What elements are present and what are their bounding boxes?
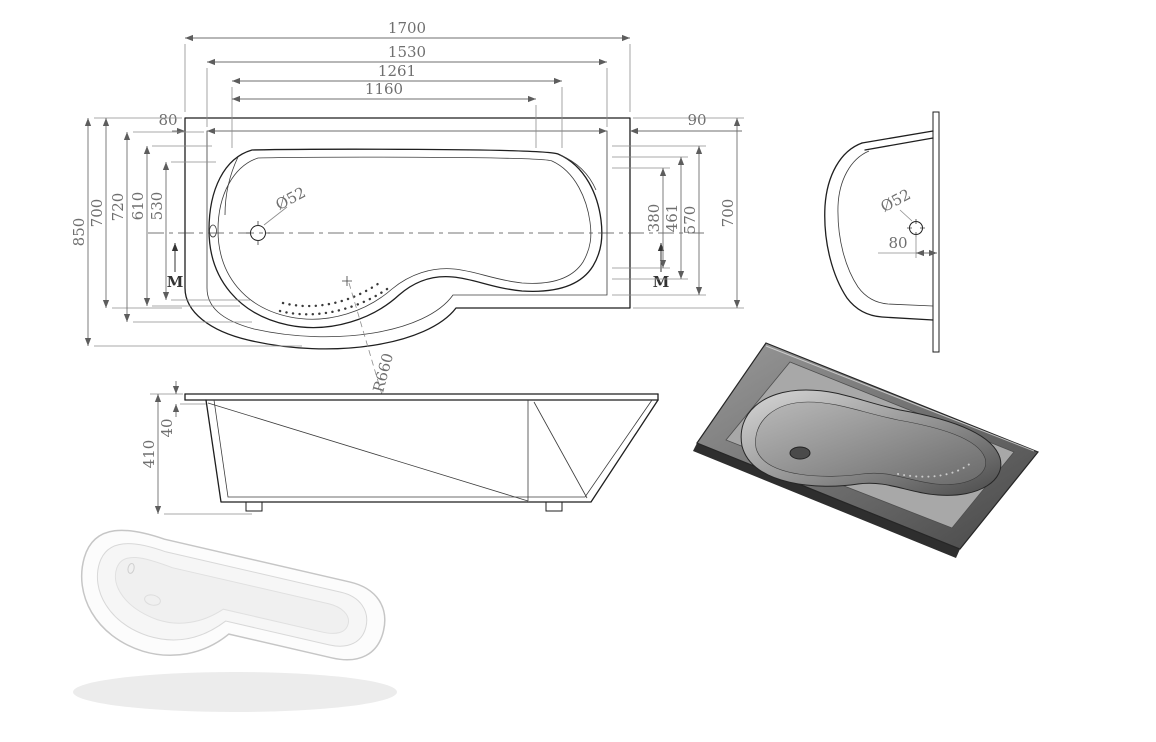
dim-80-left: 80 [158,111,177,129]
marker-m-left: M [167,273,184,291]
dim-530: 530 [148,192,166,221]
anti-slip-dots [278,285,392,316]
dim-1530: 1530 [388,43,426,61]
dim-80-end: 80 [888,234,907,252]
plan-dimensions: 1700 1530 1261 1160 80 90 850 700 720 61… [70,19,744,399]
overflow-symbol [209,224,217,238]
dim-610: 610 [129,192,147,221]
dim-90-right: 90 [687,111,706,129]
dim-700-right: 700 [719,199,737,228]
dim-461: 461 [663,204,681,233]
end-dimensions: Ø52 80 [878,185,937,258]
bath-bowl-outline [208,148,603,329]
label-drain-dia-end: Ø52 [878,185,914,216]
label-drain-dia-plan: Ø52 [273,183,309,214]
dim-1700: 1700 [388,19,426,37]
front-dimensions: 410 40 [140,381,252,515]
bath-feet [245,501,563,512]
overflow-symbol-render [127,563,135,574]
dim-1160: 1160 [365,80,403,98]
front-view [184,393,659,512]
plan-view [148,117,706,350]
dim-570: 570 [681,206,699,235]
dim-410: 410 [140,440,158,469]
end-view [824,111,940,353]
white-render [73,529,397,712]
marker-m-right: M [653,273,670,291]
dim-700-left: 700 [88,199,106,228]
dim-850: 850 [70,218,88,247]
dim-720: 720 [109,193,127,222]
iso-render [693,342,1039,558]
dim-1261: 1261 [378,62,416,80]
drain-symbol-render [144,594,161,606]
dim-40: 40 [158,418,176,437]
dim-380: 380 [645,204,663,233]
drain-symbol-iso [789,446,811,460]
label-r660: R660 [369,351,397,394]
